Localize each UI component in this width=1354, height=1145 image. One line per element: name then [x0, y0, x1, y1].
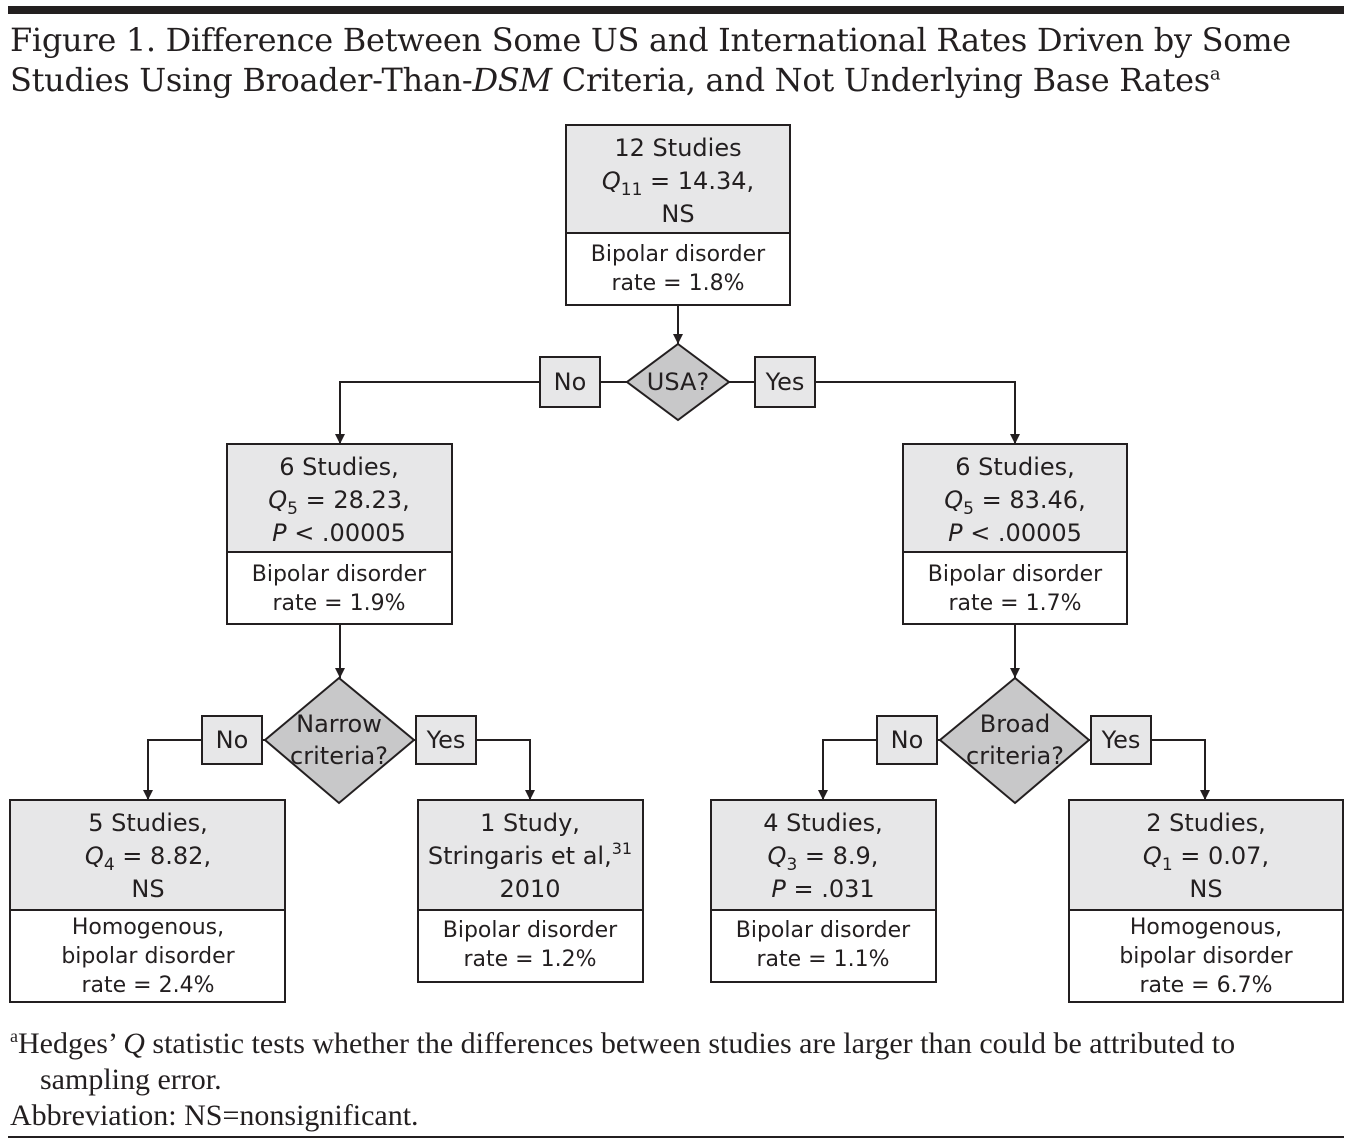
- connector-no-to-4studies: [818, 739, 877, 800]
- top-rule: [8, 6, 1344, 14]
- connector-no-to-5studies: [143, 739, 202, 800]
- footnote-mark: a: [10, 1026, 18, 1046]
- nonus-p-value: P < .00005: [272, 519, 406, 547]
- title-line-1: Figure 1. Difference Between Some US and…: [10, 21, 1291, 59]
- title-line-2-start: Studies Using Broader-Than-: [10, 61, 473, 99]
- broad-line2: criteria?: [966, 742, 1064, 770]
- footnote-q: Q: [123, 1027, 145, 1060]
- usa-yes-text: Yes: [765, 368, 805, 396]
- n-yes-rate-label: Bipolar disorder: [443, 918, 618, 943]
- connector-yes-to-1study: [476, 739, 535, 800]
- decision-narrow-criteria: Narrow criteria?: [263, 676, 416, 805]
- figure-footnote: aHedges’ Q statistic tests whether the d…: [10, 1026, 1346, 1134]
- connector-yes-to-2studies: [1151, 739, 1210, 800]
- usa-question: USA?: [647, 368, 709, 396]
- usa-no-text: No: [554, 368, 587, 396]
- broad-no-text: No: [891, 726, 924, 754]
- footnote-post: statistic tests whether the differences …: [40, 1027, 1236, 1096]
- narrow-yes-label: Yes: [415, 715, 477, 765]
- n-no-bottom1: Homogenous,: [72, 915, 224, 940]
- connectors: [143, 305, 1210, 800]
- n-yes-year: 2010: [499, 875, 560, 903]
- nonus-q-stat: Q5 = 28.23,: [268, 486, 409, 519]
- node-12-studies: 12 Studies Q11 = 14.34, NS Bipolar disor…: [565, 124, 791, 306]
- us-p-value: P < .00005: [948, 519, 1082, 547]
- title-line-2-end: Criteria, and Not Underlying Base Rates: [551, 61, 1210, 99]
- narrow-no-label: No: [201, 715, 263, 765]
- n-yes-line1: 1 Study,: [480, 809, 580, 837]
- n-no-line1: 5 Studies,: [88, 809, 208, 837]
- footnote-abbreviation: Abbreviation: NS=nonsignificant.: [10, 1099, 419, 1132]
- b-no-rate-label: Bipolar disorder: [736, 918, 911, 943]
- decision-usa: USA?: [625, 342, 731, 422]
- node-2-studies: 2 Studies, Q1 = 0.07, NS Homogenous, bip…: [1068, 799, 1344, 1003]
- broad-line1: Broad: [980, 710, 1050, 738]
- b-no-p-value: P = .031: [771, 875, 874, 903]
- node-4-studies: 4 Studies, Q3 = 8.9, P = .031 Bipolar di…: [710, 799, 937, 983]
- us-rate-value: rate = 1.7%: [949, 591, 1082, 616]
- broad-yes-text: Yes: [1101, 726, 1141, 754]
- figure-title: Figure 1. Difference Between Some US and…: [10, 20, 1340, 100]
- us-q-stat: Q5 = 83.46,: [944, 486, 1085, 519]
- n-no-bottom3: rate = 2.4%: [82, 973, 215, 998]
- broad-no-label: No: [876, 715, 938, 765]
- n-no-q-stat: Q4 = 8.82,: [85, 842, 211, 875]
- b-no-line1: 4 Studies,: [763, 809, 883, 837]
- node-5-studies: 5 Studies, Q4 = 8.82, NS Homogenous, bip…: [9, 799, 286, 1003]
- nonus-line1: 6 Studies,: [279, 453, 399, 481]
- b-yes-line1: 2 Studies,: [1146, 809, 1266, 837]
- narrow-no-text: No: [216, 726, 249, 754]
- footnote-hedges: aHedges’ Q statistic tests whether the d…: [10, 1026, 1346, 1098]
- n-yes-citation: Stringaris et al,31: [428, 839, 632, 870]
- narrow-line2: criteria?: [290, 742, 388, 770]
- narrow-yes-text: Yes: [426, 726, 466, 754]
- root-rate-value: rate = 1.8%: [612, 271, 745, 296]
- usa-no-label: No: [539, 356, 601, 408]
- connector-no-to-nonus: [335, 381, 540, 444]
- usa-yes-label: Yes: [754, 356, 816, 408]
- b-yes-bottom3: rate = 6.7%: [1140, 973, 1273, 998]
- us-line1: 6 Studies,: [955, 453, 1075, 481]
- n-no-bottom2: bipolar disorder: [61, 944, 235, 969]
- b-yes-q-stat: Q1 = 0.07,: [1143, 842, 1269, 875]
- connector-yes-to-us: [815, 381, 1020, 444]
- nonus-rate-value: rate = 1.9%: [273, 591, 406, 616]
- root-rate-label: Bipolar disorder: [591, 242, 766, 267]
- b-yes-bottom1: Homogenous,: [1130, 915, 1282, 940]
- title-footnote-mark: a: [1209, 63, 1221, 85]
- narrow-line1: Narrow: [296, 710, 382, 738]
- b-no-rate-value: rate = 1.1%: [757, 947, 890, 972]
- node-us-6-studies: 6 Studies, Q5 = 83.46, P < .00005 Bipola…: [902, 443, 1128, 625]
- b-yes-line3: NS: [1189, 875, 1222, 903]
- root-line3: NS: [661, 200, 694, 228]
- nonus-rate-label: Bipolar disorder: [252, 562, 427, 587]
- b-yes-bottom2: bipolar disorder: [1119, 944, 1293, 969]
- node-non-us-6-studies: 6 Studies, Q5 = 28.23, P < .00005 Bipola…: [226, 443, 453, 625]
- root-line1: 12 Studies: [614, 134, 741, 162]
- bottom-rule: [8, 1136, 1344, 1138]
- node-1-study: 1 Study, Stringaris et al,31 2010 Bipola…: [417, 799, 644, 983]
- b-no-q-stat: Q3 = 8.9,: [768, 842, 879, 875]
- n-no-line3: NS: [131, 875, 164, 903]
- n-yes-rate-value: rate = 1.2%: [464, 947, 597, 972]
- title-dsm: DSM: [472, 61, 552, 99]
- root-q-stat: Q11 = 14.34,: [602, 167, 754, 200]
- footnote-pre: Hedges’: [18, 1027, 124, 1060]
- decision-broad-criteria: Broad criteria?: [938, 676, 1091, 805]
- us-rate-label: Bipolar disorder: [928, 562, 1103, 587]
- broad-yes-label: Yes: [1090, 715, 1152, 765]
